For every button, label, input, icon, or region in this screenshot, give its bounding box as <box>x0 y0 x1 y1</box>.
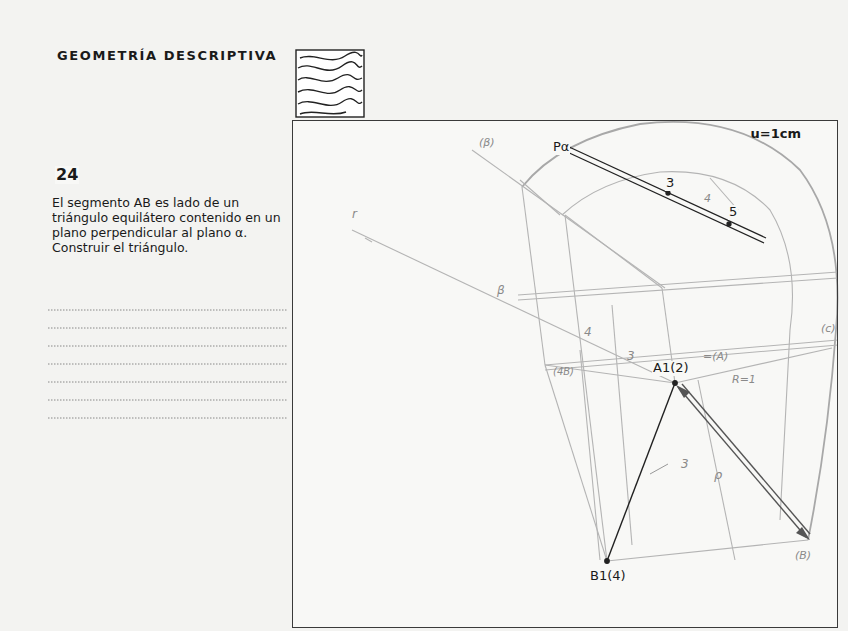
pencil-note: (c) <box>821 323 836 336</box>
drawing-ground <box>292 120 838 628</box>
scale-note: u=1cm <box>751 127 801 142</box>
pencil-note: β <box>497 284 505 298</box>
contour-icon <box>296 50 364 117</box>
pencil-note: 4 <box>584 326 592 340</box>
worksheet-title: GEOMETRÍA DESCRIPTIVA <box>57 49 277 64</box>
pencil-note: (4B) <box>553 366 574 378</box>
pencil-note: (β) <box>479 137 495 150</box>
pencil-note: 3 <box>627 350 635 364</box>
plane-trace <box>565 146 766 243</box>
point-number: 5 <box>728 205 738 220</box>
statement: El segmento AB es lado de un triángulo e… <box>52 195 292 255</box>
pencil-note: 4 <box>704 193 711 206</box>
trace-label: Pα <box>552 140 570 155</box>
pencil-note: 3 <box>681 458 689 472</box>
point-label: B1(4) <box>589 569 627 584</box>
pencil-note: (B) <box>795 550 811 563</box>
pencil-note: r <box>352 208 357 222</box>
pencil-note: ρ <box>714 468 722 483</box>
answer-lines <box>48 310 288 418</box>
point-label: A1(2) <box>652 361 690 376</box>
pencil-note: R=1 <box>732 374 756 387</box>
point-number: 3 <box>665 176 675 191</box>
exercise-number: 24 <box>55 166 79 184</box>
segment-ab <box>605 381 810 563</box>
pencil-construction <box>352 122 838 561</box>
pencil-note: =(A) <box>703 351 728 364</box>
